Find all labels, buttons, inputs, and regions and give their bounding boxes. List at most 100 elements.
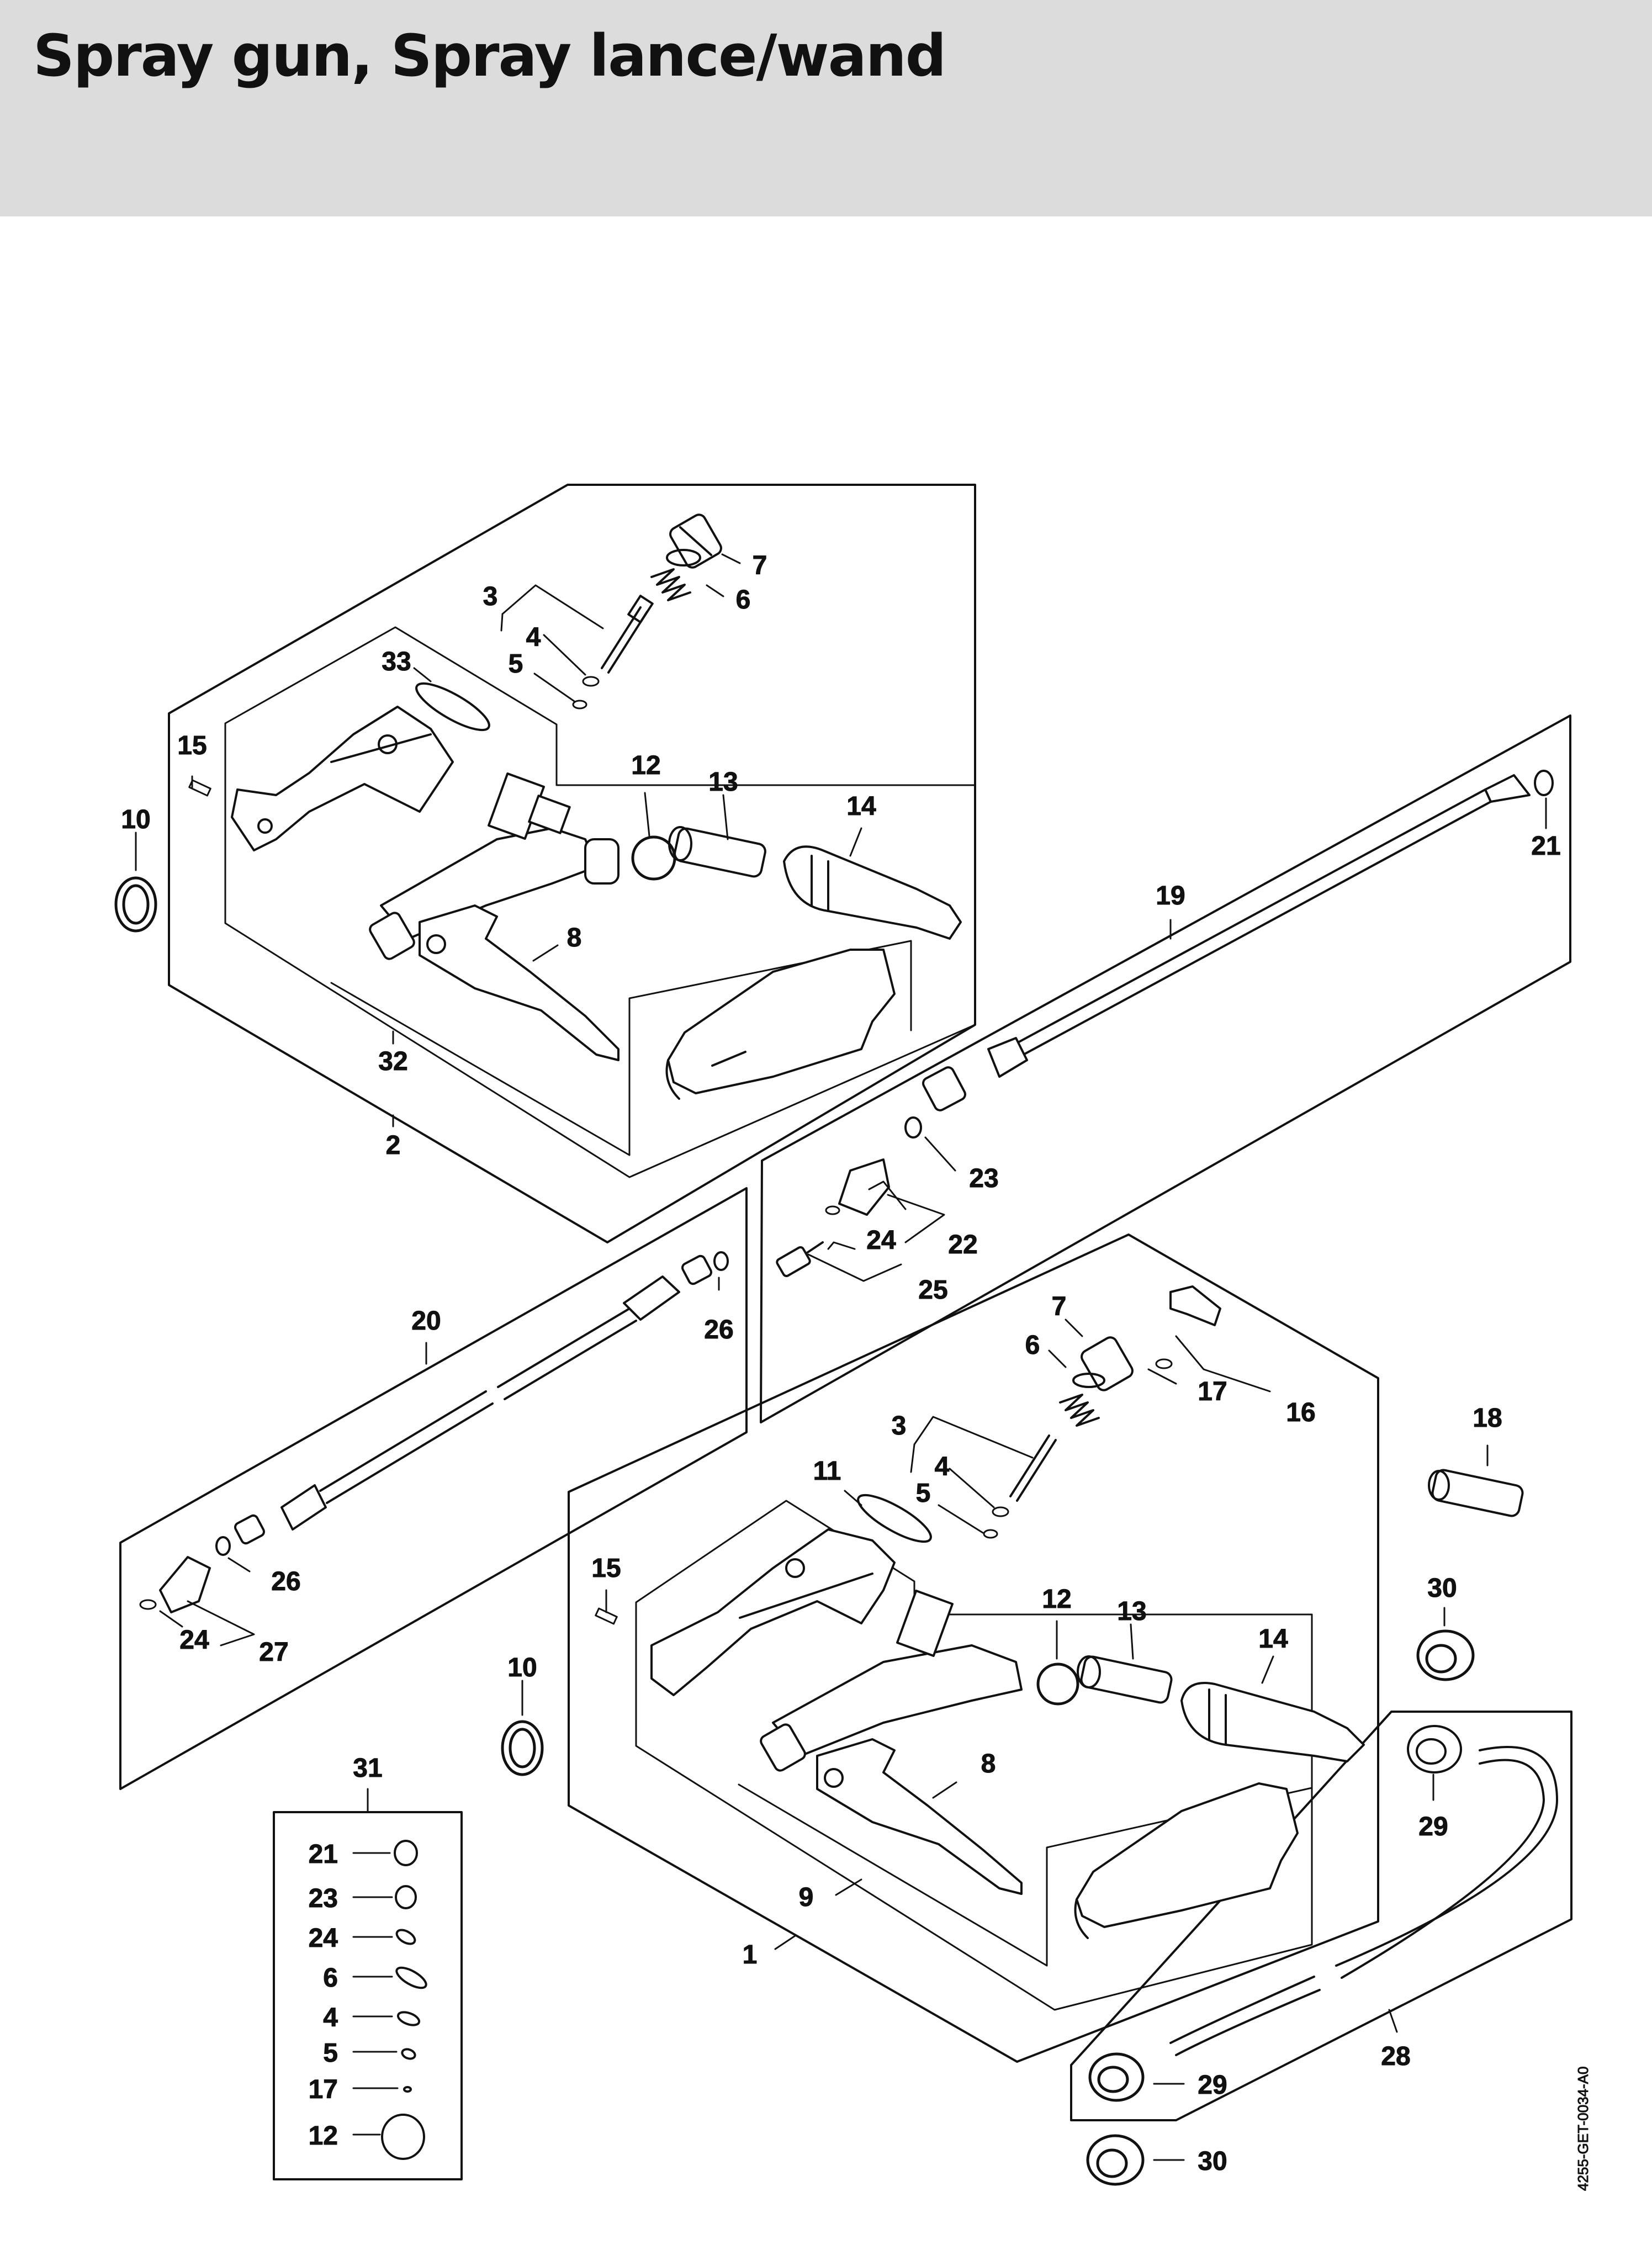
kit-item-label: 21 xyxy=(309,1840,338,1869)
callout-14: 14 xyxy=(1258,1624,1288,1654)
callout-2: 2 xyxy=(386,1131,401,1160)
hose-28-outline xyxy=(1070,1711,1572,2121)
callout-32: 32 xyxy=(378,1047,407,1076)
callout-labels: 7 6 3 4 5 33 15 10 12 13 14 8 32 2 19 21… xyxy=(121,551,1561,2177)
lower-gun-seal-11 xyxy=(857,1494,932,1543)
lower-gun-handle-cover xyxy=(1074,1782,1299,1939)
filter-18 xyxy=(1428,1469,1524,1517)
lance-20-nut-bottom xyxy=(234,1514,265,1545)
lower-gun-filter-13 xyxy=(1077,1655,1173,1704)
callout-27: 27 xyxy=(259,1638,288,1667)
nut-30-upper xyxy=(1416,1629,1475,1681)
page-title: Spray gun, Spray lance/wand xyxy=(33,22,946,89)
lower-gun-oring-12 xyxy=(1036,1663,1079,1706)
callout-4: 4 xyxy=(526,623,541,652)
lower-gun-ring-10 xyxy=(501,1720,544,1776)
lower-gun-oring-4 xyxy=(992,1506,1009,1517)
lance-19-elbow-nozzle-22 xyxy=(838,1158,890,1216)
kit-31-list: 21 23 24 6 4 5 17 12 xyxy=(308,1840,338,2151)
callout-15: 15 xyxy=(177,731,206,760)
lower-gun-kit-16 xyxy=(1169,1285,1221,1326)
kit-item-label: 24 xyxy=(309,1924,338,1953)
kit-item-label: 6 xyxy=(323,1963,338,1993)
callout-24: 24 xyxy=(179,1626,209,1655)
callout-23: 23 xyxy=(969,1164,998,1193)
callout-26: 26 xyxy=(704,1315,733,1344)
upper-gun-ring-10 xyxy=(114,876,157,933)
callout-30: 30 xyxy=(1427,1574,1457,1603)
lance-19-seal-24 xyxy=(825,1205,840,1215)
lower-gun-handle-half xyxy=(650,1528,896,1696)
hose-28 xyxy=(1169,1725,1558,2056)
callout-14: 14 xyxy=(846,792,876,821)
callout-12: 12 xyxy=(631,751,660,780)
callout-28: 28 xyxy=(1381,2042,1410,2071)
lance-20-oring-26-bottom xyxy=(215,1536,231,1556)
kit-item-label: 5 xyxy=(323,2039,338,2068)
callout-20: 20 xyxy=(411,1306,441,1336)
callout-33: 33 xyxy=(382,647,411,676)
callout-13: 13 xyxy=(708,767,738,797)
callout-5: 5 xyxy=(509,649,523,679)
lower-gun-filter-housing-14 xyxy=(1180,1682,1365,1762)
callout-21: 21 xyxy=(1531,832,1560,861)
callout-29: 29 xyxy=(1418,1812,1448,1841)
lower-gun-cap-7 xyxy=(1081,1336,1134,1391)
upper-gun-handle-cover xyxy=(665,949,896,1100)
lance-20-nut-top xyxy=(681,1254,712,1285)
kit-item-label: 12 xyxy=(309,2121,338,2151)
callout-1: 1 xyxy=(743,1940,758,1969)
callout-9: 9 xyxy=(799,1883,814,1912)
callout-7: 7 xyxy=(753,551,767,580)
callout-18: 18 xyxy=(1473,1404,1502,1433)
lance-19-oring-23 xyxy=(904,1116,922,1139)
lower-gun-trigger-8 xyxy=(816,1738,1023,1895)
nut-30-lower xyxy=(1086,2134,1145,2186)
callout-11: 11 xyxy=(813,1457,841,1486)
upper-gun-valve-stem-3 xyxy=(601,595,654,674)
callout-19: 19 xyxy=(1156,881,1185,910)
callout-24: 24 xyxy=(866,1226,896,1255)
callout-29: 29 xyxy=(1198,2071,1227,2100)
lower-gun-oring-5 xyxy=(983,1529,998,1539)
callout-10: 10 xyxy=(121,805,150,834)
callout-4: 4 xyxy=(935,1452,950,1481)
leader-lines xyxy=(135,553,1547,2161)
lower-gun-valve-body xyxy=(760,1590,1023,1772)
lance-20-tube xyxy=(280,1275,680,1531)
upper-gun-seal-33 xyxy=(415,682,490,732)
lower-gun-oring-17 xyxy=(1155,1358,1173,1369)
lance-20-outline xyxy=(119,1187,748,1790)
callout-3: 3 xyxy=(483,582,498,611)
upper-gun-oring-5 xyxy=(572,700,587,710)
callout-3: 3 xyxy=(892,1411,907,1441)
kit-31-box xyxy=(273,1811,463,2180)
lower-gun-screw-15 xyxy=(595,1607,618,1625)
lance-20-oring-26-top xyxy=(713,1251,729,1271)
lower-gun-spring xyxy=(1059,1394,1100,1427)
group-32-outline xyxy=(224,626,976,1178)
callout-26: 26 xyxy=(271,1567,300,1596)
upper-gun-filter-13 xyxy=(668,826,766,878)
lance-20-elbow-27 xyxy=(159,1556,211,1613)
upper-gun-gasket-6 xyxy=(666,549,701,566)
callout-17: 17 xyxy=(1198,1377,1227,1406)
callout-6: 6 xyxy=(736,585,751,615)
callout-12: 12 xyxy=(1042,1585,1071,1614)
lower-gun-valve-stem-3 xyxy=(1009,1434,1057,1502)
upper-gun-handle-half xyxy=(231,706,454,851)
upper-gun-oring-4 xyxy=(582,676,600,687)
callout-30: 30 xyxy=(1198,2147,1227,2176)
upper-gun-cap-7 xyxy=(669,513,722,569)
callout-10: 10 xyxy=(507,1653,537,1682)
lance-19-tube xyxy=(987,774,1531,1078)
group-1-outline xyxy=(568,1233,1379,2063)
kit-31-symbols xyxy=(381,1840,427,2160)
document-id: 4255-GET-0034-A0 xyxy=(1575,2067,1591,2191)
lower-gun-gasket-6 xyxy=(1072,1373,1105,1388)
upper-gun-filter-housing-14 xyxy=(783,845,962,940)
nut-29-lower xyxy=(1088,2052,1145,2102)
callout-5: 5 xyxy=(916,1479,931,1508)
callout-25: 25 xyxy=(918,1275,947,1305)
